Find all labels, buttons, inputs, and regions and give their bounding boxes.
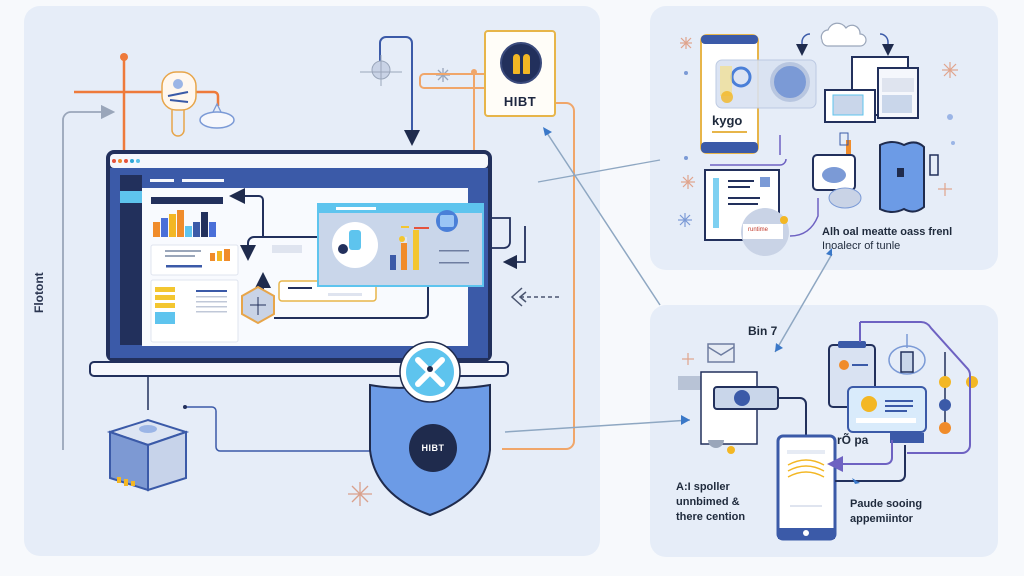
hibt-card-label: HIBT [503, 94, 537, 109]
top-right-caption-line2: Inoalecr of tunle [822, 240, 901, 252]
hibt-card[interactable]: HIBT [484, 30, 556, 117]
caption-right-line2: appemiintor [850, 513, 913, 525]
caption-left-line1: A:I spoller [676, 481, 730, 493]
caption-left-line3: there cention [676, 511, 746, 523]
top-right-caption-line1: Alh oal meatte oass frenl [822, 226, 953, 238]
caption-left-line2: unnbimed & [676, 496, 740, 508]
caption-right-line1: Paude sooing [850, 498, 923, 510]
shield-badge: HIBT [409, 424, 457, 472]
bottom-right-title: Bin 7 [748, 324, 778, 338]
side-label: Flotont [32, 272, 46, 313]
bottom-right-mid-label: rÕ pa [837, 433, 869, 447]
phone-label: kygo [712, 113, 743, 128]
runtime-badge-text: runtime [748, 227, 769, 233]
footprints-icon [500, 42, 542, 84]
